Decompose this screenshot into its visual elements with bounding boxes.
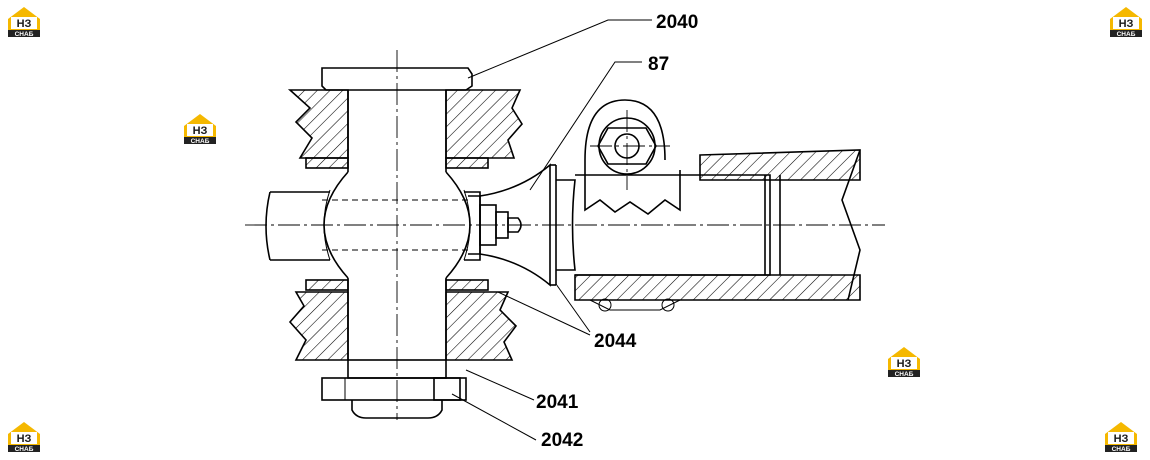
watermark-logo	[1105, 422, 1137, 453]
rod-end-neck	[479, 163, 576, 287]
callout-2040: 2040	[656, 12, 698, 33]
callout-87: 87	[648, 54, 669, 75]
grease-nipple	[468, 195, 522, 255]
callout-2044: 2044	[594, 331, 637, 352]
watermark-logo	[1110, 7, 1142, 38]
ball-joint	[322, 171, 472, 279]
cylinder-body	[574, 149, 861, 312]
callout-2041: 2041	[536, 392, 579, 413]
lower-pin-retainer	[321, 359, 467, 419]
watermark-logo	[184, 114, 216, 145]
watermark-logo	[8, 7, 40, 38]
leader-lines	[451, 19, 652, 441]
callout-2042: 2042	[541, 430, 583, 451]
clamp-bolt	[584, 99, 681, 215]
upper-pin-cap	[321, 67, 473, 91]
watermark-logo	[8, 422, 40, 453]
upper-bracket	[287, 89, 523, 169]
rod-shaft-left	[265, 191, 481, 261]
lower-bracket	[288, 279, 518, 361]
watermark-logo	[888, 347, 920, 378]
